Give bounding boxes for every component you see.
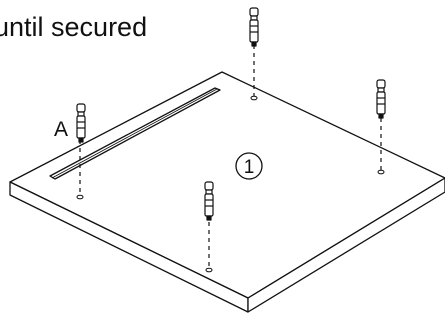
step-circle <box>235 152 263 180</box>
cam-bolt-connector-icon <box>249 7 259 47</box>
cam-bolt-connector-icon <box>376 79 386 119</box>
cam-bolt-connector-icon <box>204 181 214 221</box>
hole-right <box>377 169 385 175</box>
guide-lines <box>79 45 382 268</box>
hole-back <box>250 95 258 101</box>
cam-bolt-connector-icon <box>76 103 86 143</box>
part-label: A <box>54 118 68 141</box>
hole-left <box>76 194 84 200</box>
panel-groove-inner <box>51 88 218 179</box>
panel-side-edge <box>247 177 445 313</box>
hole-front <box>205 267 213 273</box>
panel-holes <box>76 95 385 273</box>
instruction-text: until secured <box>0 12 147 42</box>
board-panel <box>9 71 445 313</box>
step-number: 1 <box>244 157 255 178</box>
step-badge: 1 <box>235 152 263 180</box>
